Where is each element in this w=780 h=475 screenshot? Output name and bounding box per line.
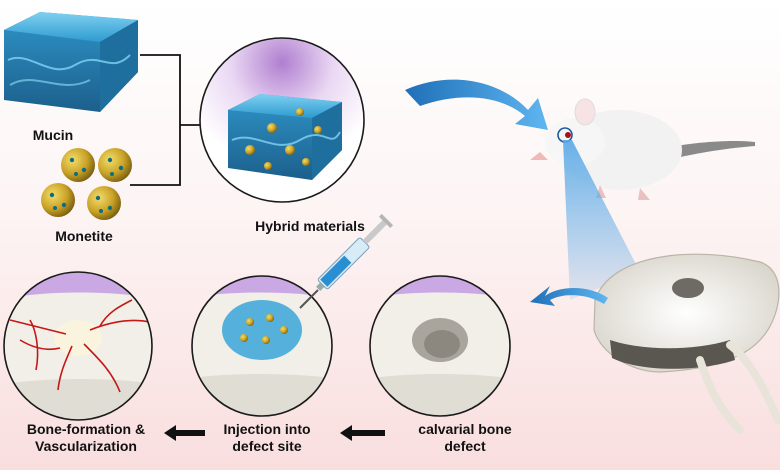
arrow-calvarial-to-injection-icon — [340, 425, 385, 441]
injection-label-line1: Injection into — [223, 421, 311, 437]
bone-label-line1: Bone-formation & — [26, 421, 146, 437]
curved-arrow-to-rat-icon — [405, 79, 548, 130]
blood-vessels-icon — [9, 299, 151, 393]
injection-label-line2: defect site — [232, 438, 302, 454]
curved-arrow-to-defect-icon — [530, 286, 608, 306]
injection-bubble — [191, 275, 333, 417]
syringe-icon — [299, 213, 394, 309]
hybrid-materials-label: Hybrid materials — [255, 218, 365, 234]
rat-skull-icon — [593, 253, 780, 434]
mucin-label: Mucin — [32, 127, 74, 143]
bone-formation-bubble — [3, 271, 153, 421]
bone-formation-label: Bone-formation & Vascularization — [6, 421, 166, 455]
arrow-injection-to-bone-icon — [164, 425, 205, 441]
monetite-label: Monetite — [55, 228, 113, 244]
hybrid-materials-bubble — [199, 37, 365, 203]
zoom-beam — [563, 140, 640, 300]
calvarial-label-line2: defect — [444, 438, 486, 454]
calvarial-defect-bubble — [369, 275, 511, 417]
bone-label-line2: Vascularization — [35, 438, 137, 454]
monetite-particles-icon — [41, 148, 132, 220]
calvarial-label-line1: calvarial bone — [418, 421, 512, 437]
calvarial-defect-label: calvarial bone defect — [400, 421, 530, 455]
injection-label: Injection into defect site — [212, 421, 322, 455]
mucin-hydrogel-icon — [4, 12, 138, 112]
rat-icon — [530, 98, 755, 200]
